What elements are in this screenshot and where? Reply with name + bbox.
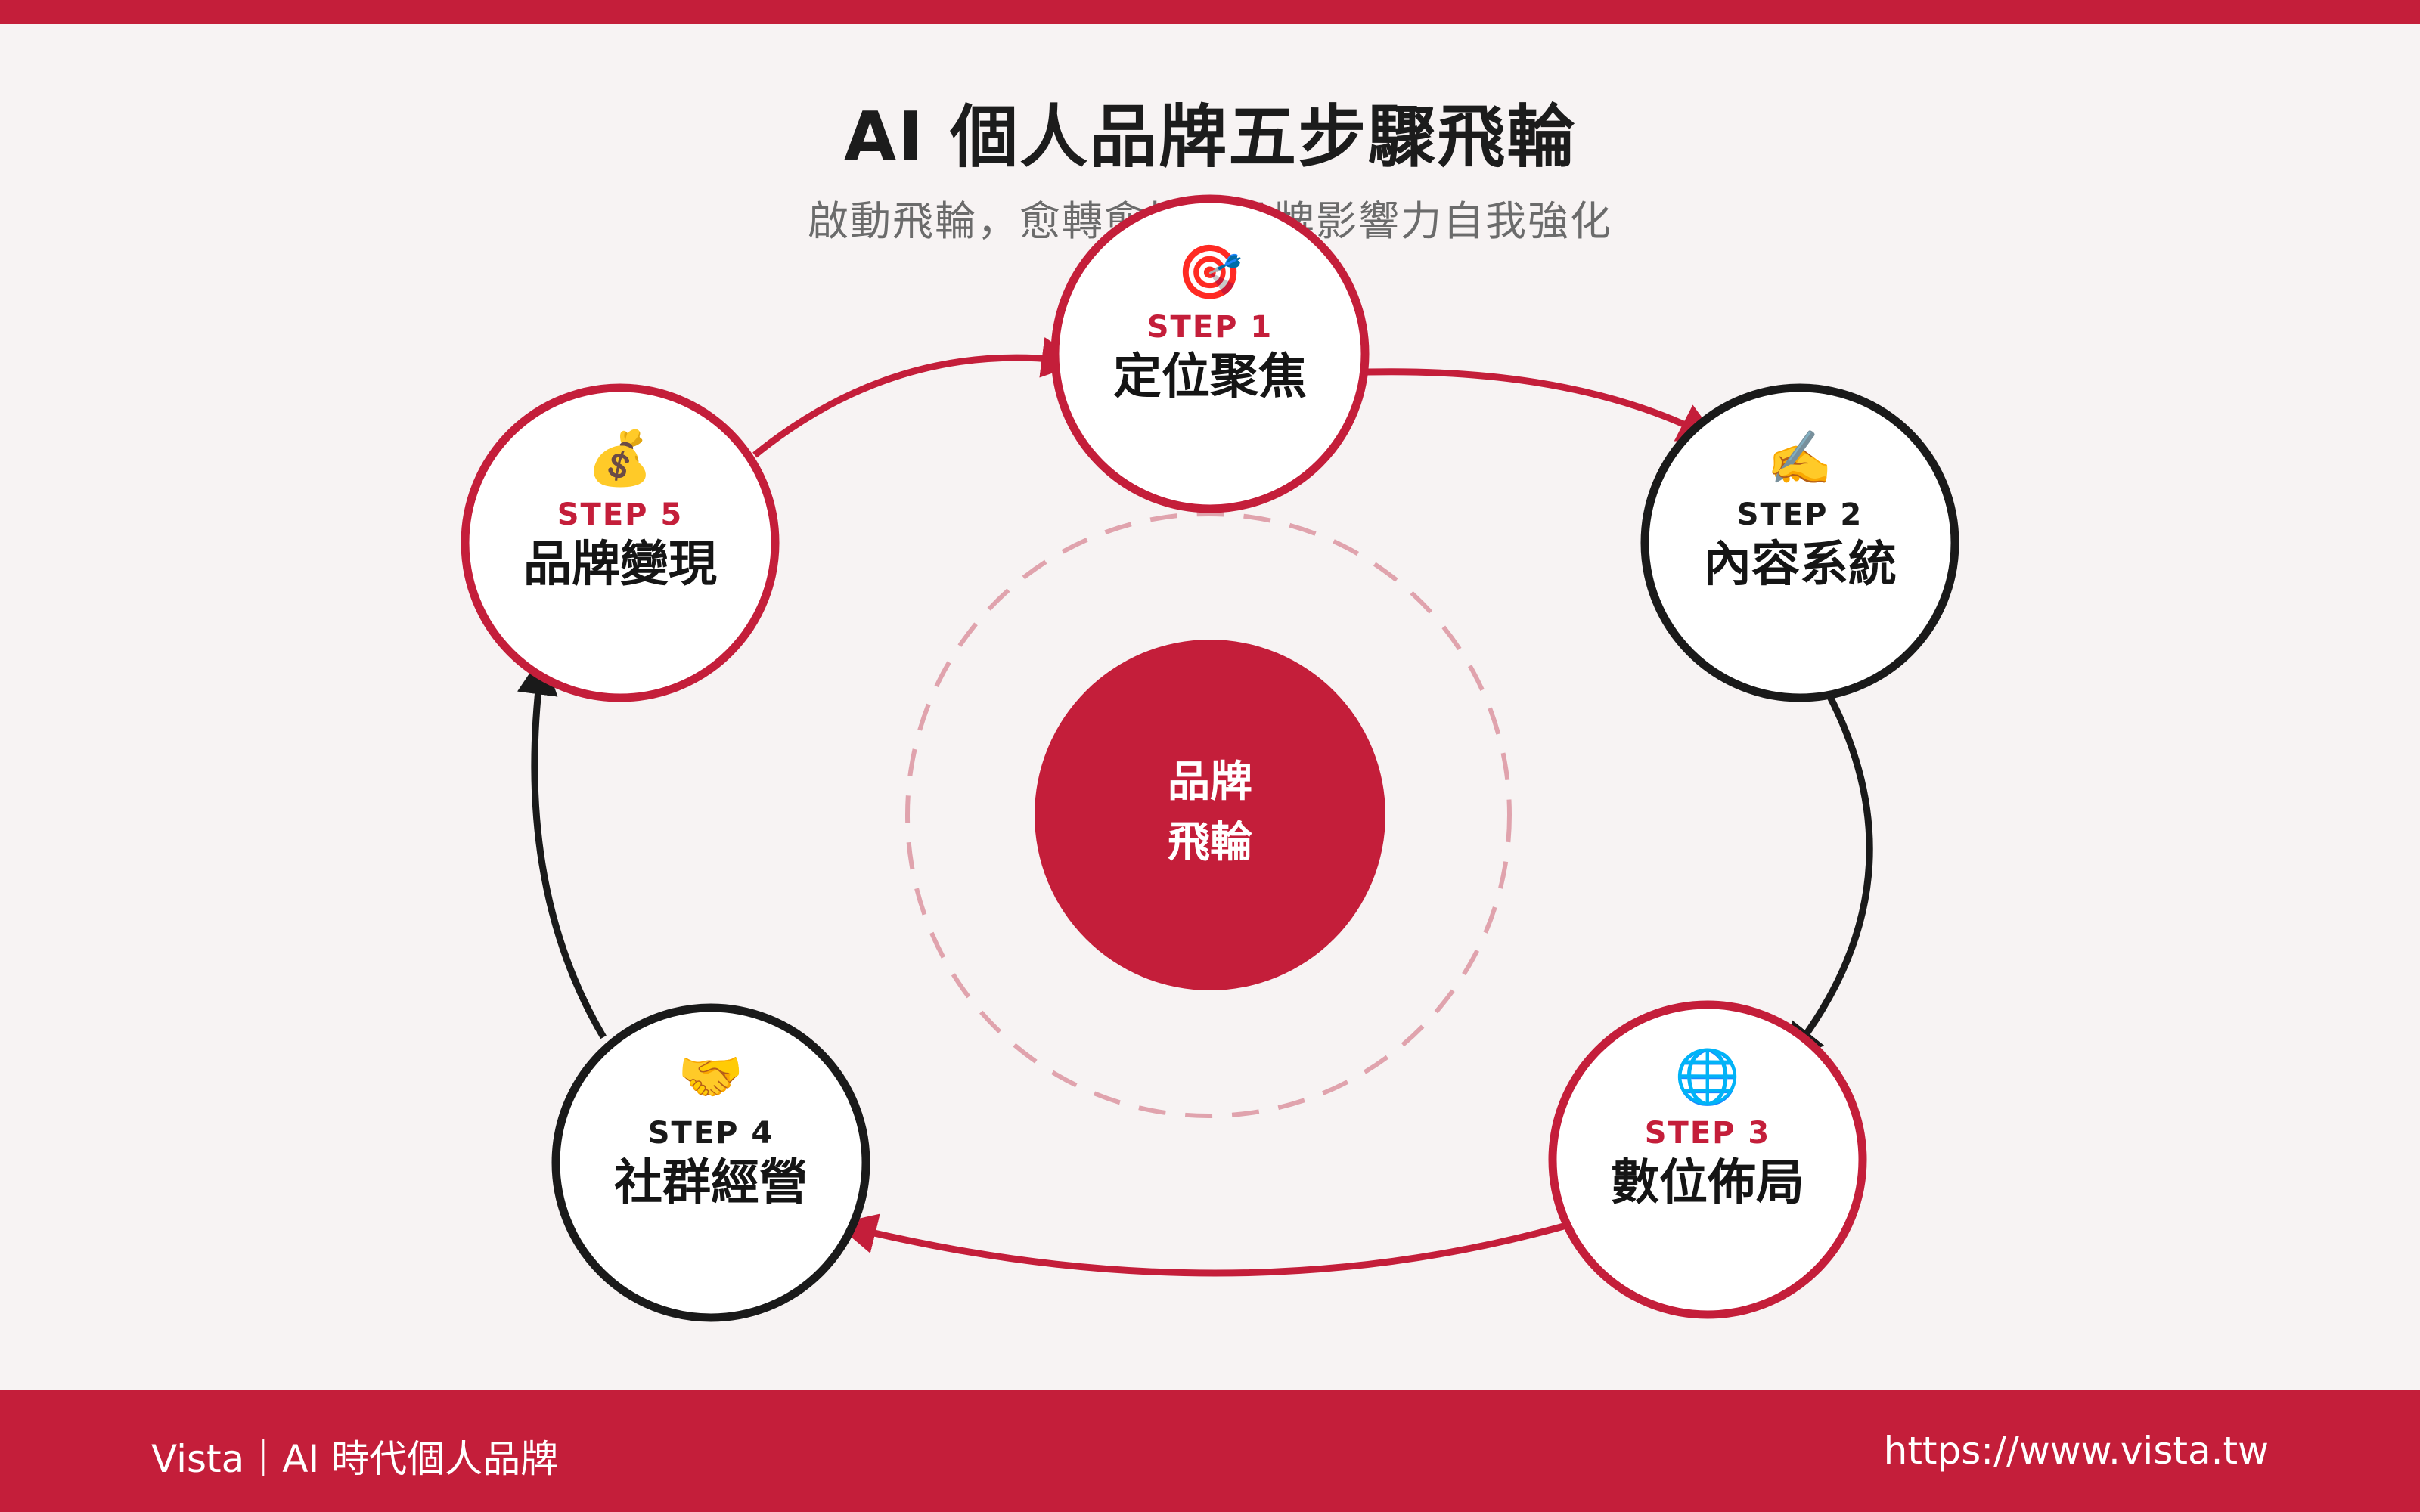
money-bag-icon: 💰 [587, 427, 653, 490]
arrow-step4-to-step5 [517, 653, 607, 1040]
footer-url-link[interactable]: https://www.vista.tw [1883, 1429, 2269, 1473]
step-5-circle [461, 383, 780, 702]
step-node-1: 🎯 STEP 1 定位聚焦 [1050, 194, 1370, 513]
top-accent-bar [0, 0, 2420, 24]
step-1-name: 定位聚焦 [1113, 349, 1307, 405]
arrow-step1-to-step2 [1327, 368, 1720, 442]
step-node-3: 🌐 STEP 3 數位佈局 [1548, 1000, 1867, 1319]
step-4-circle [551, 1003, 870, 1322]
step-4-name: 社群經營 [614, 1155, 808, 1211]
target-icon: 🎯 [1177, 241, 1243, 303]
arrow-step2-to-step3 [1782, 692, 1873, 1065]
step-3-name: 數位佈局 [1611, 1155, 1804, 1211]
step-2-label: STEP 2 [1737, 497, 1863, 532]
arrow-step3-to-step4 [835, 1213, 1576, 1277]
footer-brand: Vista｜AI 時代個人品牌 [151, 1437, 559, 1481]
step-node-5: 💰 STEP 5 品牌變現 [461, 383, 780, 702]
step-1-circle [1050, 194, 1370, 513]
step-node-4: 🤝 STEP 4 社群經營 [551, 1003, 870, 1322]
globe-icon: 🌐 [1674, 1046, 1740, 1108]
handshake-icon: 🤝 [678, 1046, 743, 1108]
step-2-name: 內容系統 [1703, 537, 1897, 593]
step-4-label: STEP 4 [648, 1116, 774, 1151]
arrow-step5-to-step1 [752, 337, 1083, 458]
page-title: AI 個人品牌五步驟飛輪 [843, 98, 1577, 177]
center-hub [1035, 640, 1385, 990]
writing-hand-icon: ✍️ [1767, 427, 1832, 489]
center-label-line2: 飛輪 [1168, 818, 1252, 867]
dashed-ring [905, 512, 1512, 1118]
step-5-label: STEP 5 [557, 497, 684, 532]
step-3-circle [1548, 1000, 1867, 1319]
center-label-line1: 品牌 [1168, 758, 1252, 807]
step-2-circle [1640, 383, 1959, 702]
step-3-label: STEP 3 [1645, 1116, 1771, 1151]
footer-bar: Vista｜AI 時代個人品牌 https://www.vista.tw [0, 1390, 2420, 1512]
step-1-label: STEP 1 [1147, 310, 1274, 345]
step-node-2: ✍️ STEP 2 內容系統 [1640, 383, 1959, 702]
step-5-name: 品牌變現 [523, 537, 717, 593]
